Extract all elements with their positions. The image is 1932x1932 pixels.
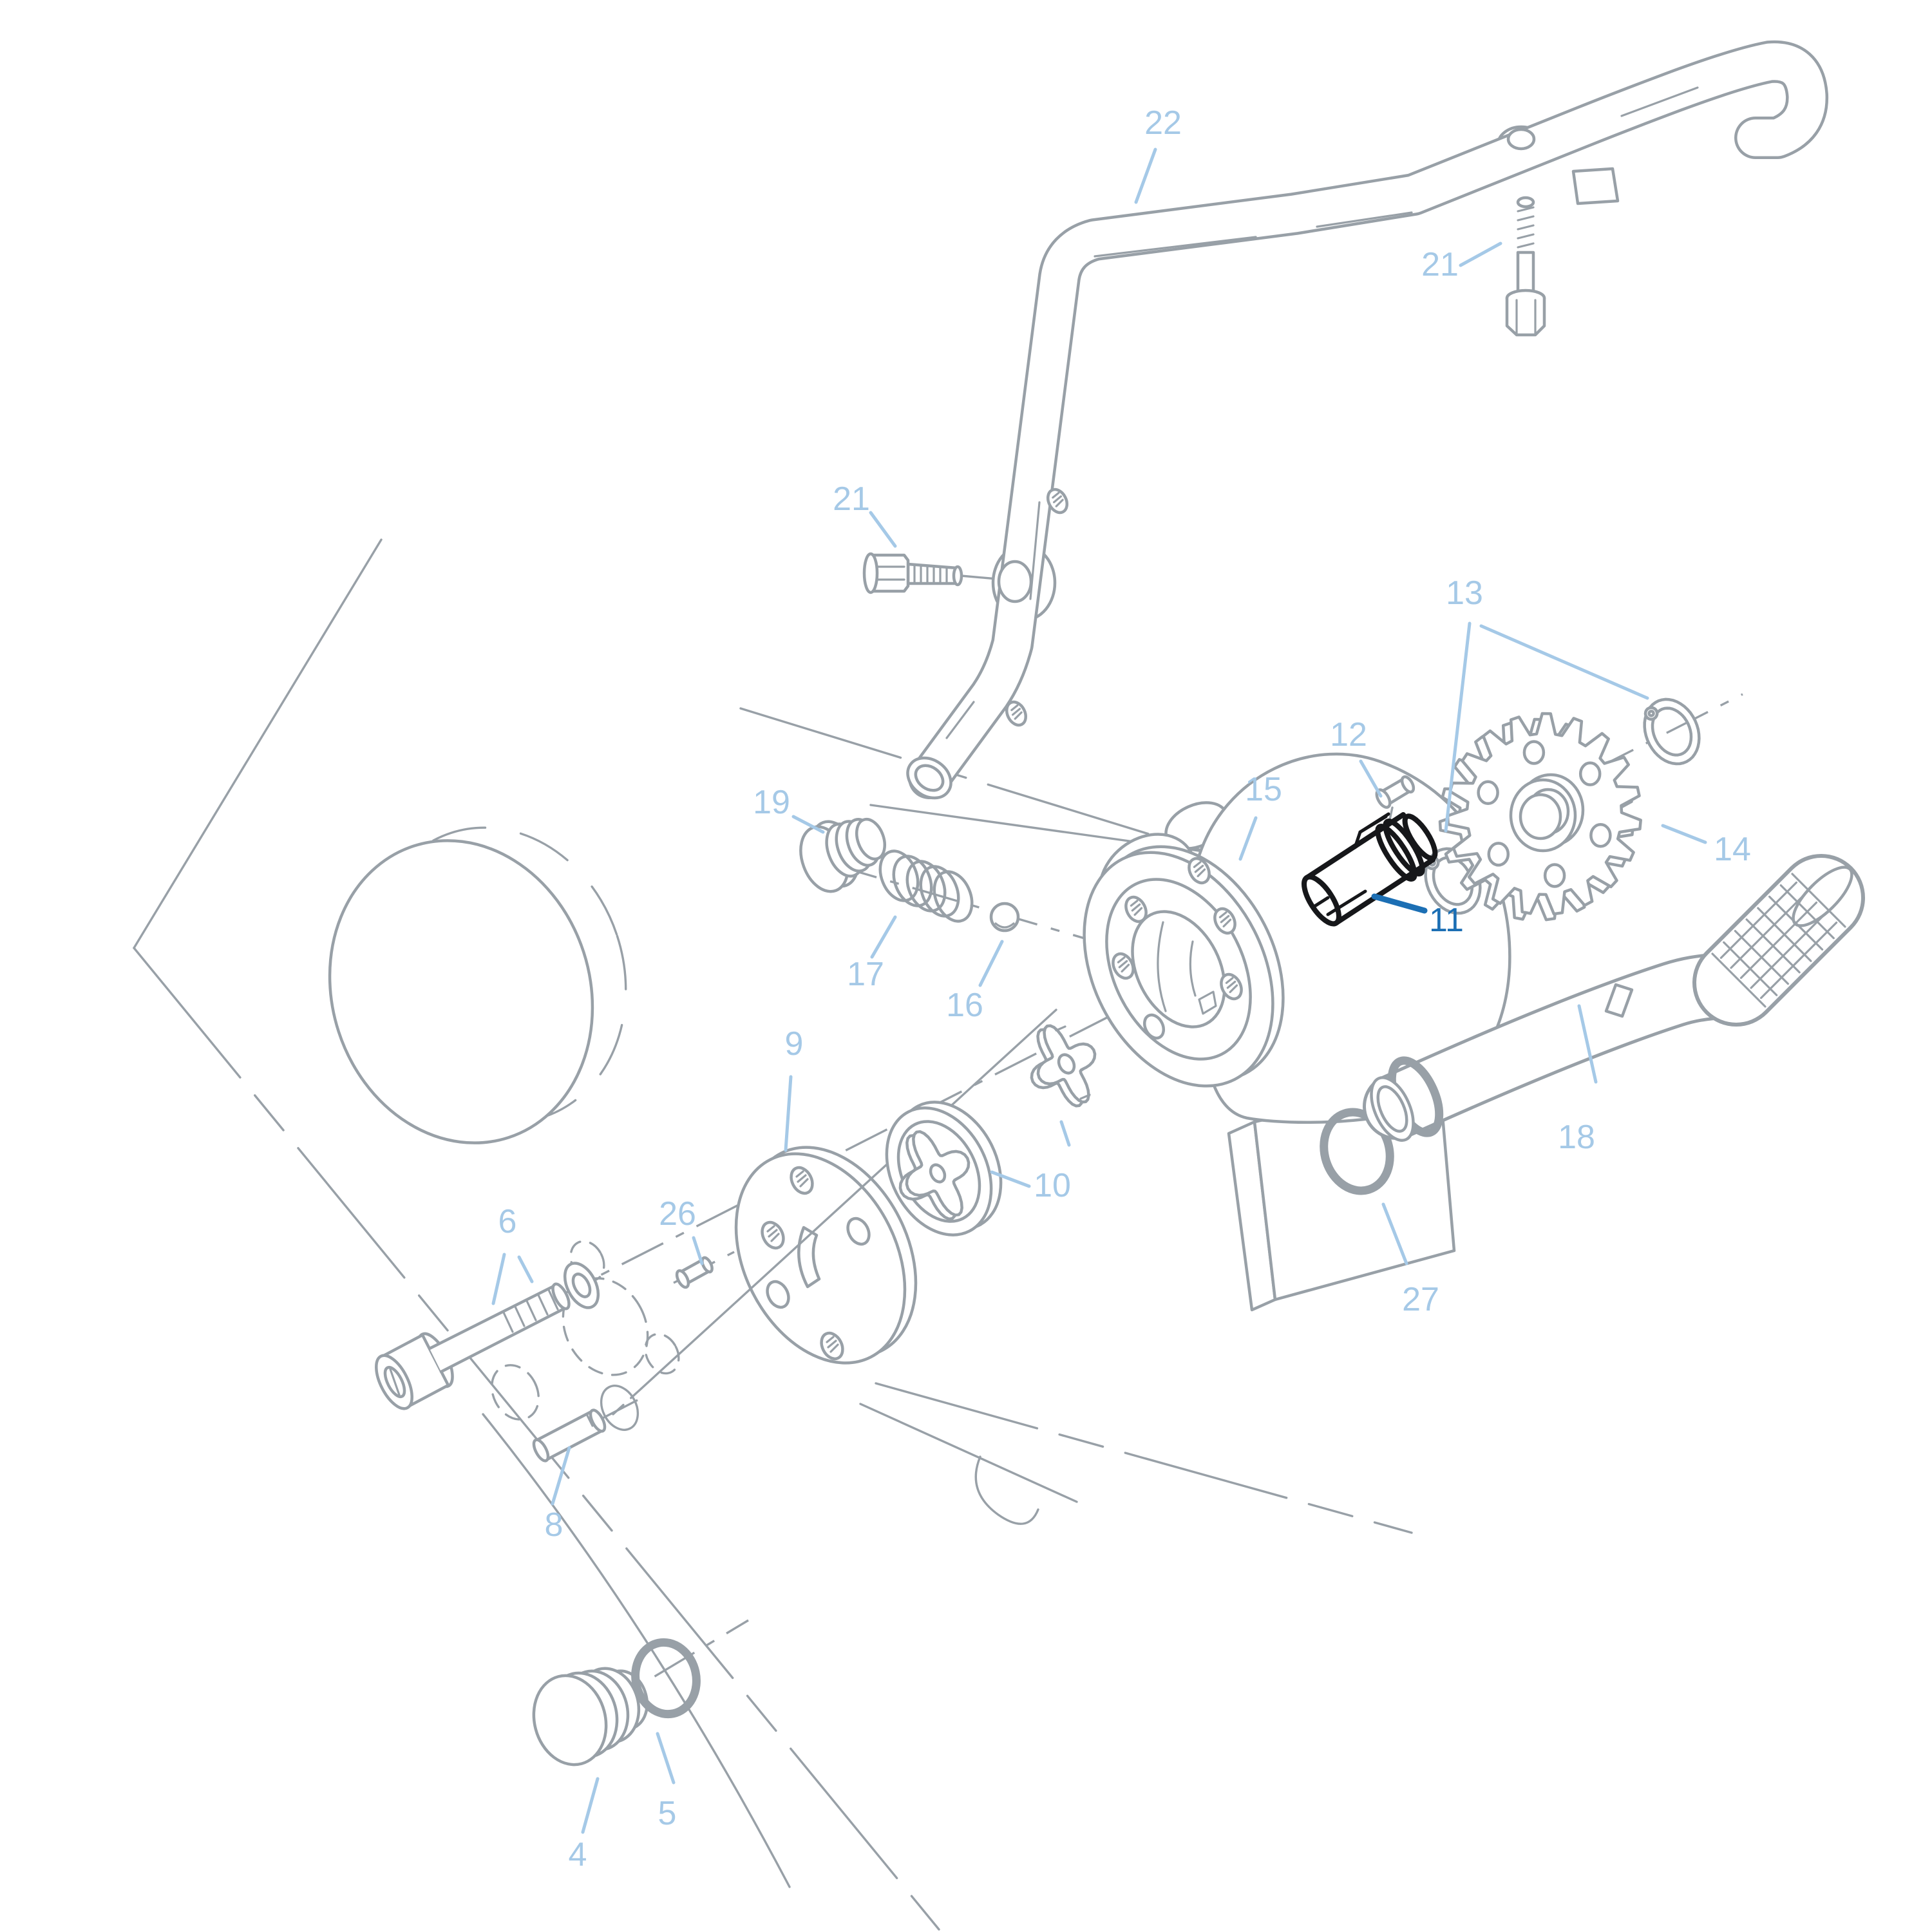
- callout-leader-9: [784, 1075, 793, 1152]
- part-valve-spring: [878, 849, 974, 923]
- callout-leader-15: [1238, 816, 1258, 861]
- callout-9: 9: [785, 1025, 804, 1063]
- callout-leader-14: [1661, 824, 1707, 844]
- part-pump-housing: [1083, 752, 1511, 1312]
- callout-21: 21: [1421, 246, 1459, 283]
- callout-27: 27: [1402, 1281, 1439, 1318]
- callout-leader-27: [1381, 1202, 1408, 1265]
- callout-leader-19: [791, 815, 825, 834]
- callout-leader-13: [1479, 624, 1649, 700]
- callout-17: 17: [847, 956, 884, 993]
- callout-leader-22: [1134, 147, 1157, 204]
- part-bushing-highlighted: [1302, 812, 1438, 927]
- part-roll-pin: [532, 1408, 607, 1463]
- part-valve-plug: [799, 817, 886, 893]
- part-clutch-cover-boss: [328, 839, 594, 1144]
- part-rotor-set: [885, 1101, 1003, 1236]
- callout-leader-6: [517, 1255, 534, 1283]
- phantom-case-edge-front-tail: [612, 1387, 643, 1416]
- callout-26: 26: [659, 1195, 696, 1233]
- callout-leader-12: [1359, 759, 1383, 798]
- part-oil-pipe: [906, 40, 1829, 800]
- part-pump-cover: [734, 1146, 918, 1365]
- part-cover-screw: [675, 1256, 714, 1289]
- callout-leader-5: [656, 1732, 676, 1785]
- callout-16: 16: [946, 987, 983, 1024]
- part-inner-rotor: [1030, 1024, 1097, 1108]
- callout-6: 6: [498, 1203, 517, 1240]
- callout-layer: 22 21 21 13 12 15 19 14 11 17 16 9 18 10 26 6 27 8 5 4: [491, 104, 1751, 1873]
- callout-leader-10: [990, 1170, 1031, 1188]
- callout-leader-26: [692, 1236, 704, 1265]
- callout-21: 21: [833, 480, 870, 518]
- callout-8: 8: [545, 1506, 564, 1544]
- callout-leader-4: [581, 1777, 600, 1834]
- callout-leader-13: [1444, 621, 1472, 833]
- part-oil-plug: [532, 1667, 649, 1766]
- callout-11: 11: [1429, 902, 1464, 939]
- part-cover-bolt: [375, 1262, 600, 1410]
- part-valve-ball: [989, 902, 1020, 933]
- callout-15: 15: [1245, 771, 1282, 808]
- callout-10: 10: [1034, 1167, 1071, 1204]
- callout-14: 14: [1714, 831, 1751, 868]
- callout-leader-16: [978, 940, 1004, 987]
- callout-leader-21: [1459, 242, 1502, 267]
- part-kick-lever: [1363, 854, 1865, 1142]
- phantom-case-edge-front: [640, 1009, 1057, 1390]
- callout-leader-8: [551, 1446, 571, 1506]
- callout-leader-11: [1371, 893, 1428, 914]
- part-flange-bolt-left: [862, 552, 963, 594]
- callout-leader-10: [1059, 1120, 1071, 1147]
- callout-18: 18: [1558, 1119, 1595, 1156]
- callout-5: 5: [658, 1795, 677, 1832]
- part-oring-shaft: [1320, 1108, 1394, 1195]
- part-flange-bolt-upper: [1505, 196, 1546, 337]
- callout-4: 4: [569, 1836, 587, 1873]
- callout-12: 12: [1330, 716, 1367, 753]
- callout-13: 13: [1446, 574, 1483, 612]
- part-oring-plug: [631, 1638, 701, 1719]
- callout-leader-6: [491, 1253, 506, 1305]
- part-drive-gear: [1438, 712, 1642, 922]
- callout-leader-21: [869, 511, 897, 548]
- part-circlip-right: [1643, 697, 1701, 766]
- callout-22: 22: [1144, 104, 1182, 142]
- callout-leader-17: [870, 915, 897, 959]
- callout-leader-18: [1577, 1004, 1598, 1084]
- callout-19: 19: [753, 784, 790, 821]
